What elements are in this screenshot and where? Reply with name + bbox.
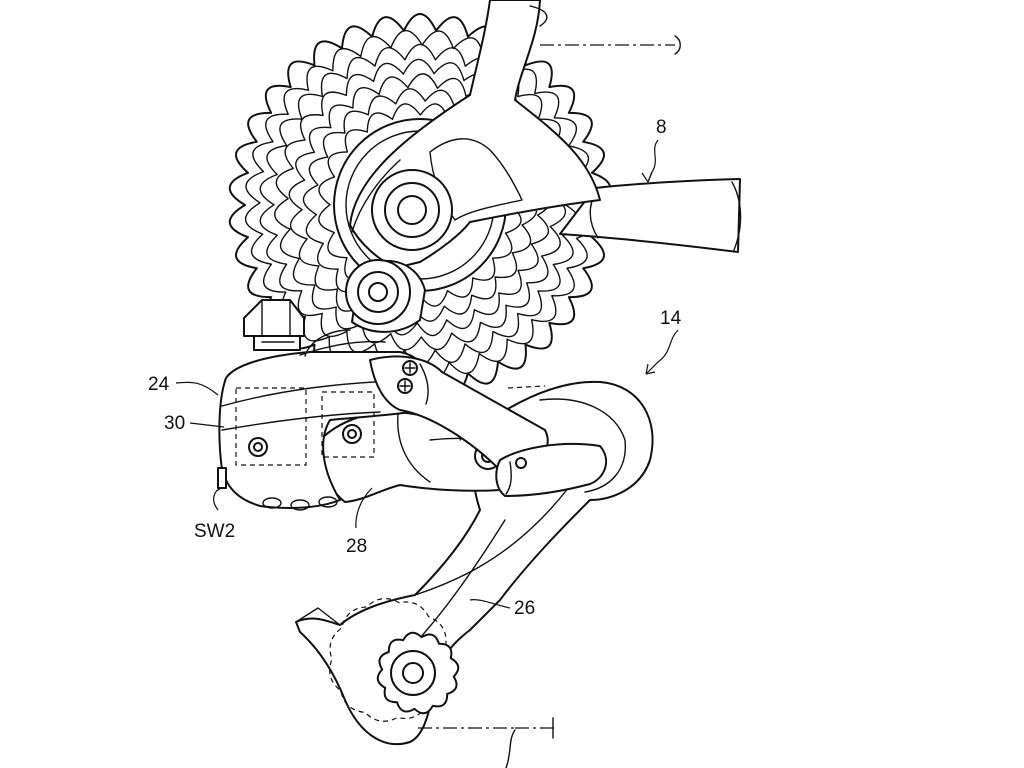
tension-pulley-bolt bbox=[390, 650, 436, 696]
label-switch: SW2 bbox=[194, 521, 235, 542]
guide-pulley-outline bbox=[329, 598, 453, 722]
chain-line bbox=[418, 35, 681, 768]
outer-link-cover bbox=[369, 355, 608, 497]
switch-sw2 bbox=[217, 467, 227, 489]
frame-chainstay bbox=[559, 178, 742, 253]
label-housing: 30 bbox=[164, 413, 185, 434]
adjuster-bolt bbox=[243, 299, 305, 351]
label-base-member: 24 bbox=[148, 374, 170, 395]
guide-pulley-hidden bbox=[329, 598, 453, 722]
leader-lines bbox=[175, 139, 679, 609]
label-movable-member: 28 bbox=[346, 536, 367, 557]
label-chain-guide: 26 bbox=[514, 598, 535, 619]
label-rear-derailleur: 14 bbox=[660, 308, 682, 329]
label-frame: 8 bbox=[656, 117, 667, 138]
hidden-housing-outline bbox=[235, 385, 546, 466]
mounting-bolt bbox=[345, 259, 426, 333]
sprocket-ring bbox=[244, 29, 596, 381]
hub-axle bbox=[371, 169, 453, 251]
